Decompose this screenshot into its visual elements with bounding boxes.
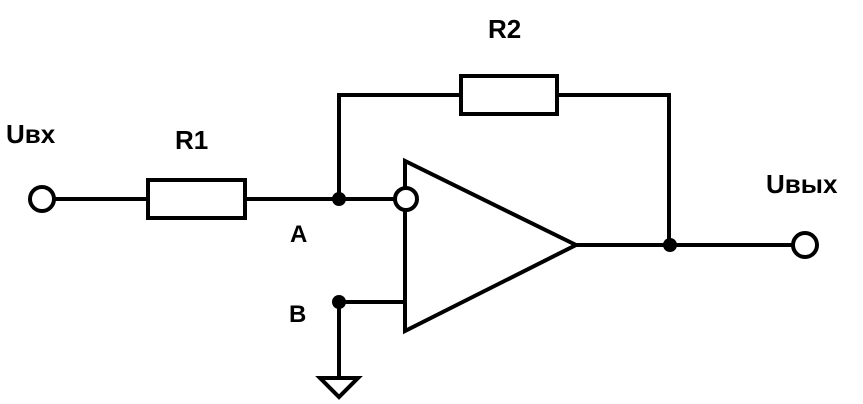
output-voltage-label: Uвых [766, 169, 838, 199]
junction-node-a [332, 192, 346, 206]
inverting-input-bubble [393, 186, 419, 212]
resistor-r1 [146, 178, 247, 220]
junction-node-b [332, 295, 346, 309]
resistor-r2 [459, 74, 559, 116]
feedback-wire-right [555, 93, 671, 247]
resistor-r1-label: R1 [175, 125, 208, 155]
node-b-label: B [289, 301, 306, 328]
op-amp-triangle [403, 157, 581, 335]
input-terminal [28, 185, 56, 213]
output-terminal [791, 231, 819, 259]
input-voltage-label: Uвх [6, 119, 56, 149]
junction-output [663, 238, 677, 252]
ground-symbol [315, 376, 363, 400]
node-a-label: A [290, 221, 307, 248]
feedback-wire-left [337, 93, 463, 201]
resistor-r2-label: R2 [488, 14, 521, 44]
